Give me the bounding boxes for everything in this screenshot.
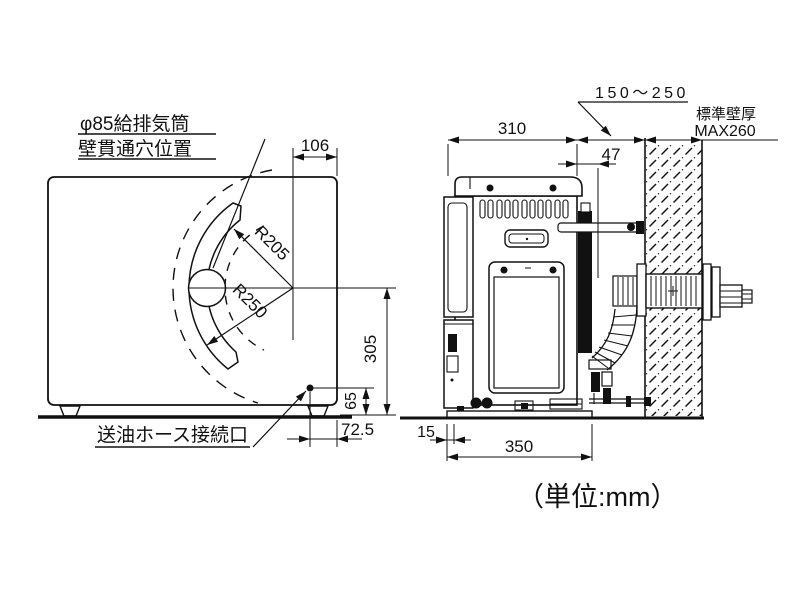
flue-hole-label-line2: 壁貫通穴位置 xyxy=(78,138,192,160)
dim-47: 47 xyxy=(602,145,621,164)
dim-350: 350 xyxy=(505,437,533,456)
flue-hole-label-line1: φ85給排気筒 xyxy=(80,113,189,135)
flue-pipe-assembly xyxy=(588,263,753,407)
side-view-dimensions xyxy=(430,101,778,461)
wall-label-title: 標準壁厚 xyxy=(696,106,756,123)
units-note: （単位:mm） xyxy=(517,482,677,512)
dim-310: 310 xyxy=(498,119,526,138)
dim-wall-gap: 150～250 xyxy=(595,85,689,102)
front-view-dimensions xyxy=(78,133,396,448)
dim-106: 106 xyxy=(301,136,329,155)
dim-65: 65 xyxy=(343,392,360,410)
dim-15: 15 xyxy=(417,424,435,441)
base-and-floor xyxy=(400,410,704,420)
dim-72-5: 72.5 xyxy=(341,420,374,439)
oil-hose-label: 送油ホース接続口 xyxy=(97,424,248,446)
flue-hole-arcs xyxy=(172,138,396,404)
louver-grille xyxy=(479,199,569,219)
wall-label-max: MAX260 xyxy=(694,123,755,140)
side-view-heater xyxy=(443,176,644,412)
dim-305: 305 xyxy=(361,335,380,363)
